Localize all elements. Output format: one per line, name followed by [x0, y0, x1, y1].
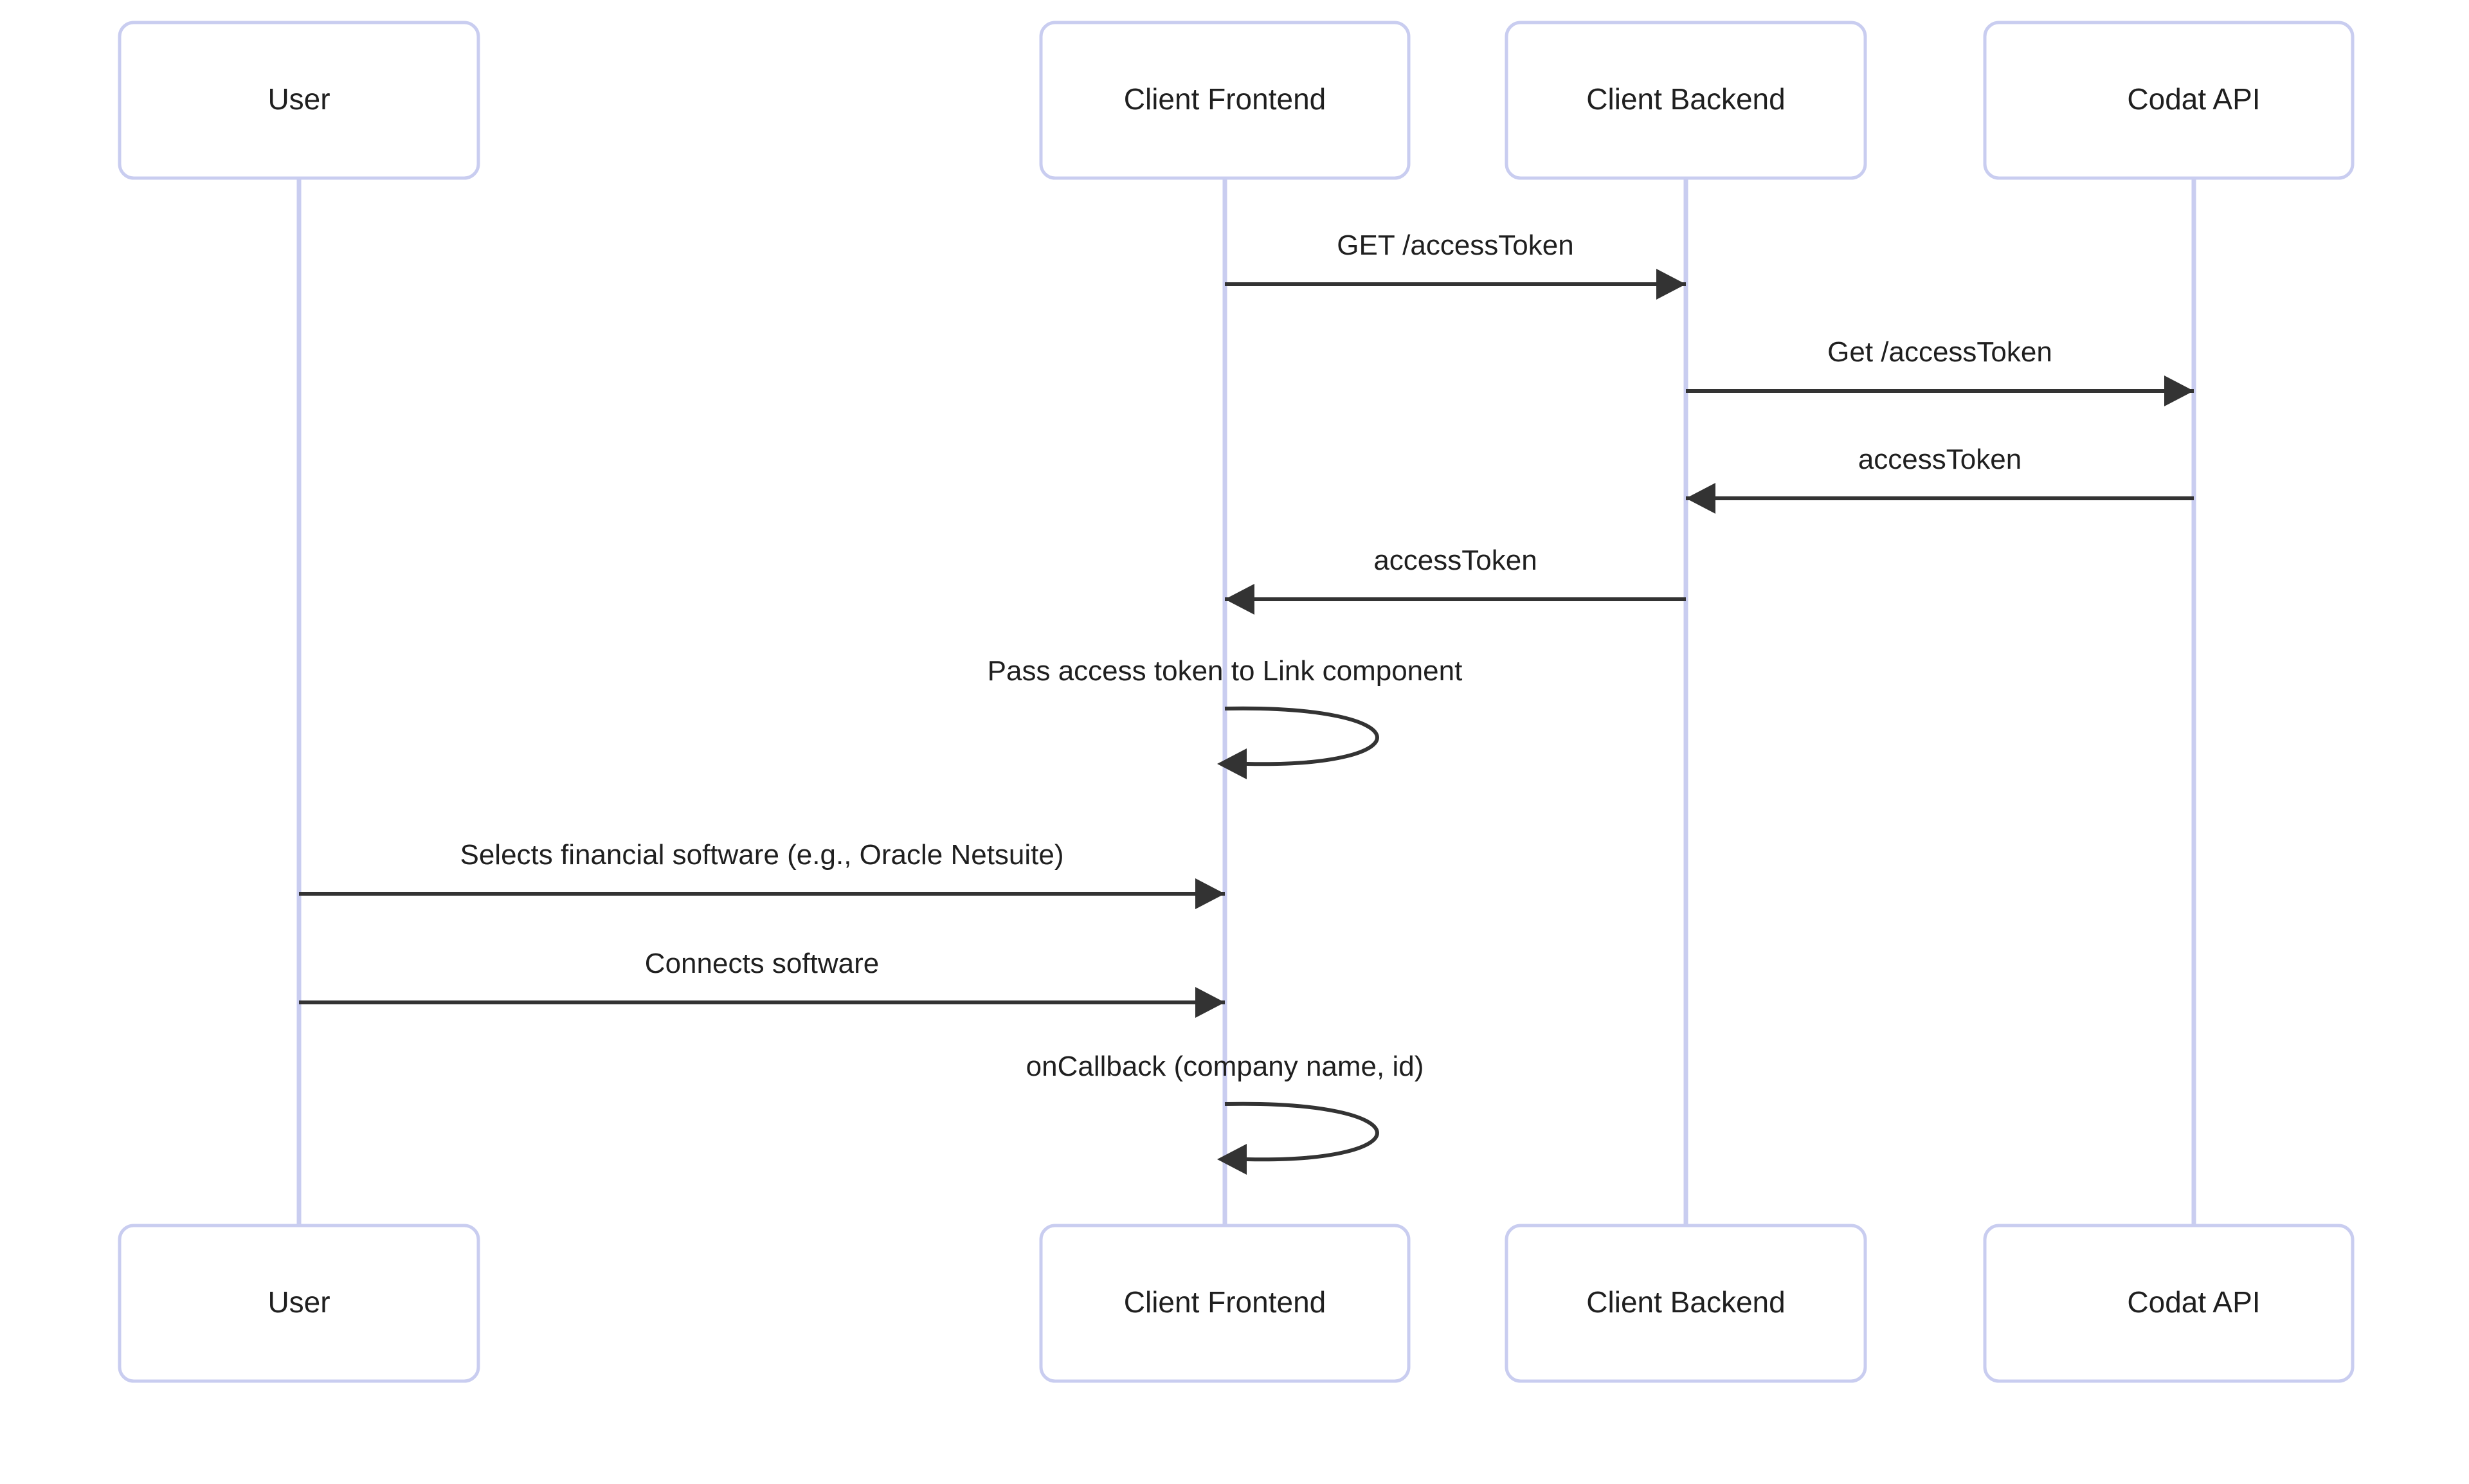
actor-label-backend-top: Client Backend	[1586, 82, 1785, 116]
self-loop-path	[1224, 1101, 1379, 1162]
actor-codat-bottom[interactable]: Codat API	[1983, 1224, 2355, 1383]
message-label-1: GET /accessToken	[1337, 230, 1573, 261]
actor-backend-bottom[interactable]: Client Backend	[1505, 1224, 1867, 1383]
actor-box-backend-top[interactable]	[1505, 21, 1867, 180]
message-8: onCallback (company name, id)	[1026, 1051, 1424, 1175]
actor-boxes-top: User Client Frontend Client Backend Codat A…	[118, 21, 2355, 180]
actor-label-backend-bottom: Client Backend	[1586, 1285, 1785, 1319]
actor-label-codat-bottom: Codat API	[2127, 1285, 2260, 1319]
arrow-head	[1217, 1144, 1247, 1175]
actor-label-frontend-top: Client Frontend	[1124, 82, 1326, 116]
actor-box-backend-bottom[interactable]	[1505, 1224, 1867, 1383]
arrow-head	[1217, 748, 1247, 779]
actor-box-user-bottom[interactable]	[118, 1224, 480, 1383]
message-label-5: Pass access token to Link component	[988, 655, 1463, 687]
arrow-head	[2164, 376, 2194, 406]
message-1: GET /accessToken	[1225, 230, 1686, 300]
message-5: Pass access token to Link component	[988, 655, 1463, 779]
actor-box-codat-bottom[interactable]	[1983, 1224, 2355, 1383]
actor-label-codat-top: Codat API	[2127, 82, 2260, 116]
arrow-head	[1656, 269, 1686, 300]
arrow-head	[1225, 584, 1254, 615]
actor-box-frontend-top[interactable]	[1039, 21, 1411, 180]
message-label-4: accessToken	[1373, 545, 1537, 576]
arrow-head	[1195, 987, 1225, 1018]
actor-user-bottom[interactable]: User	[118, 1224, 480, 1383]
actor-box-codat-top[interactable]	[1983, 21, 2355, 180]
self-loop-path	[1224, 706, 1379, 766]
actor-backend-top[interactable]: Client Backend	[1505, 21, 1867, 180]
message-2: Get /accessToken	[1686, 336, 2194, 406]
message-6: Selects financial software (e.g., Oracle…	[299, 839, 1225, 909]
actor-frontend-bottom[interactable]: Client Frontend	[1039, 1224, 1411, 1383]
actor-box-user-top[interactable]	[118, 21, 480, 180]
message-7: Connects software	[299, 948, 1225, 1018]
lifeline-group	[296, 178, 2196, 1226]
actor-label-user-top: User	[267, 82, 330, 116]
message-label-7: Connects software	[645, 948, 879, 979]
actor-frontend-top[interactable]: Client Frontend	[1039, 21, 1411, 180]
actor-codat-top[interactable]: Codat API	[1983, 21, 2355, 180]
message-label-2: Get /accessToken	[1827, 336, 2052, 368]
actor-label-user-bottom: User	[267, 1285, 330, 1319]
message-4: accessToken	[1225, 545, 1686, 615]
message-label-3: accessToken	[1858, 444, 2021, 475]
actor-user-top[interactable]: User	[118, 21, 480, 180]
actor-boxes-bottom: User Client Frontend Client Backend Codat A…	[118, 1224, 2355, 1383]
arrow-head	[1686, 483, 1715, 514]
actor-label-frontend-bottom: Client Frontend	[1124, 1285, 1326, 1319]
message-label-8: onCallback (company name, id)	[1026, 1051, 1424, 1082]
message-3: accessToken	[1686, 444, 2194, 514]
message-label-6: Selects financial software (e.g., Oracle…	[460, 839, 1063, 871]
arrow-head	[1195, 878, 1225, 909]
actor-box-frontend-bottom[interactable]	[1039, 1224, 1411, 1383]
